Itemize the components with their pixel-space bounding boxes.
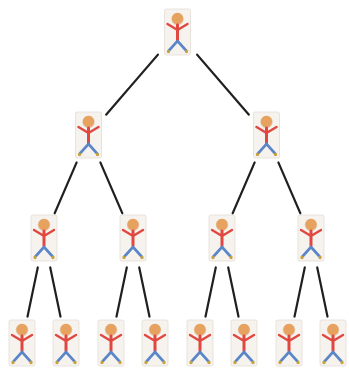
tree-node-n9 stick-figure-person-icon <box>97 319 125 367</box>
tree-node-n6 stick-figure-person-icon <box>297 214 325 262</box>
tree-node-n1 stick-figure-person-icon <box>75 111 102 159</box>
tree-edge-n5-n12 <box>227 266 240 318</box>
tree-edge-n1-n4 <box>99 161 124 215</box>
tree-edge-n1-n3 <box>53 161 78 215</box>
tree-edge-n3-n7 <box>26 266 39 318</box>
tree-edge-n3-n8 <box>49 266 62 318</box>
tree-edges <box>26 53 329 318</box>
tree-node-n7 stick-figure-person-icon <box>8 319 36 367</box>
tree-node-n12 stick-figure-person-icon <box>230 319 258 367</box>
tree-node-n14 stick-figure-person-icon <box>319 319 347 367</box>
tree-edge-n2-n5 <box>231 161 256 215</box>
tree-node-n0 stick-figure-person-icon <box>164 8 191 56</box>
tree-nodes <box>8 8 347 367</box>
tree-node-n8 stick-figure-person-icon <box>52 319 80 367</box>
tree-edge-n0-n2 <box>196 53 250 116</box>
tree-node-n10 stick-figure-person-icon <box>141 319 169 367</box>
tree-edge-n6-n13 <box>293 266 306 318</box>
tree-node-n13 stick-figure-person-icon <box>275 319 303 367</box>
tree-edge-n0-n1 <box>105 53 159 116</box>
tree-edge-n5-n11 <box>204 266 217 318</box>
tree-edge-n4-n9 <box>115 266 128 318</box>
tree-edge-n2-n6 <box>277 161 302 215</box>
tree-edge-n4-n10 <box>138 266 151 318</box>
tree-node-n11 stick-figure-person-icon <box>186 319 214 367</box>
tree-node-n3 stick-figure-person-icon <box>30 214 58 262</box>
tree-node-n5 stick-figure-person-icon <box>208 214 236 262</box>
tree-node-n4 stick-figure-person-icon <box>119 214 147 262</box>
tree-node-n2 stick-figure-person-icon <box>253 111 280 159</box>
tree-edge-n6-n14 <box>316 266 329 318</box>
